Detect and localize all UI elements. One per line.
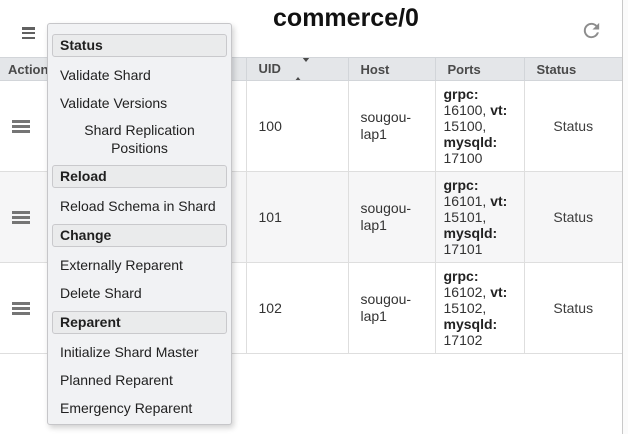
menu-item-planned-reparent[interactable]: Planned Reparent bbox=[60, 372, 173, 388]
menu-item-reload-schema-in-shard[interactable]: Reload Schema in Shard bbox=[60, 198, 216, 214]
menu-item-shard-replication-positions[interactable]: Shard Replication Positions bbox=[84, 122, 195, 156]
port-value: 17100 bbox=[443, 150, 483, 166]
port-value: 17101 bbox=[443, 241, 483, 257]
port-value: 16101, bbox=[443, 193, 487, 209]
menu-item-initialize-shard-master[interactable]: Initialize Shard Master bbox=[60, 344, 199, 360]
menu-section-reparent: Reparent bbox=[52, 311, 227, 334]
menu-item-validate-versions[interactable]: Validate Versions bbox=[60, 95, 168, 111]
column-header-ports: Ports bbox=[434, 57, 525, 81]
ports-cell: grpc: 16102, vt: 15102, mysqld: 17102 bbox=[434, 262, 525, 354]
status-cell: Status bbox=[523, 262, 622, 354]
shard-actions-menu-button[interactable] bbox=[20, 25, 38, 43]
tablet-status-link[interactable]: Status bbox=[553, 209, 594, 225]
port-label: grpc: bbox=[443, 177, 479, 193]
tablet-status-link[interactable]: Status bbox=[553, 118, 594, 134]
hamburger-icon bbox=[12, 301, 30, 315]
port-label: vt: bbox=[490, 193, 508, 209]
menu-section-change: Change bbox=[52, 224, 227, 247]
ports-cell: grpc: 16101, vt: 15101, mysqld: 17101 bbox=[434, 171, 525, 263]
column-header-host: Host bbox=[347, 57, 436, 81]
menu-item-emergency-reparent[interactable]: Emergency Reparent bbox=[60, 400, 193, 416]
refresh-icon bbox=[580, 22, 603, 45]
host-cell: sougou-lap1 bbox=[347, 80, 436, 172]
port-value: 15102, bbox=[443, 300, 487, 316]
menu-item-externally-reparent[interactable]: Externally Reparent bbox=[60, 257, 183, 273]
status-cell: Status bbox=[523, 80, 622, 172]
page-title: commerce/0 bbox=[273, 4, 419, 32]
hamburger-icon bbox=[12, 210, 30, 224]
uid-cell: 102 bbox=[245, 262, 349, 354]
port-label: grpc: bbox=[443, 86, 479, 102]
scrollbar[interactable] bbox=[622, 0, 628, 434]
menu-section-reload: Reload bbox=[52, 165, 227, 188]
tablet-status-link[interactable]: Status bbox=[553, 300, 594, 316]
tablet-actions-button[interactable] bbox=[12, 119, 30, 133]
column-header-status: Status bbox=[523, 57, 622, 81]
host-cell: sougou-lap1 bbox=[347, 171, 436, 263]
sort-updown-icon[interactable] bbox=[293, 58, 310, 80]
host-cell: sougou-lap1 bbox=[347, 262, 436, 354]
port-label: grpc: bbox=[443, 268, 479, 284]
uid-cell: 101 bbox=[245, 171, 349, 263]
column-header-uid[interactable]: UID bbox=[245, 57, 349, 81]
port-label: mysqld: bbox=[443, 225, 498, 241]
tablet-actions-button[interactable] bbox=[12, 301, 30, 315]
menu-section-status: Status bbox=[52, 34, 227, 57]
column-header-uid-label: UID bbox=[258, 60, 281, 76]
menu-item-validate-shard[interactable]: Validate Shard bbox=[60, 67, 151, 83]
port-value: 16102, bbox=[443, 284, 487, 300]
port-label: mysqld: bbox=[443, 134, 498, 150]
ports-cell: grpc: 16100, vt: 15100, mysqld: 17100 bbox=[434, 80, 525, 172]
shard-actions-dropdown: Status Validate Shard Validate Versions … bbox=[47, 23, 232, 425]
status-cell: Status bbox=[523, 171, 622, 263]
port-value: 16100, bbox=[443, 102, 487, 118]
port-value: 17102 bbox=[443, 332, 483, 348]
hamburger-icon bbox=[12, 119, 30, 133]
port-value: 15100, bbox=[443, 118, 487, 134]
hamburger-icon bbox=[20, 27, 38, 40]
refresh-button[interactable] bbox=[578, 19, 604, 45]
uid-cell: 100 bbox=[245, 80, 349, 172]
port-label: mysqld: bbox=[443, 316, 498, 332]
menu-item-delete-shard[interactable]: Delete Shard bbox=[60, 285, 142, 301]
port-label: vt: bbox=[490, 102, 508, 118]
tablet-actions-button[interactable] bbox=[12, 210, 30, 224]
port-label: vt: bbox=[490, 284, 508, 300]
port-value: 15101, bbox=[443, 209, 487, 225]
